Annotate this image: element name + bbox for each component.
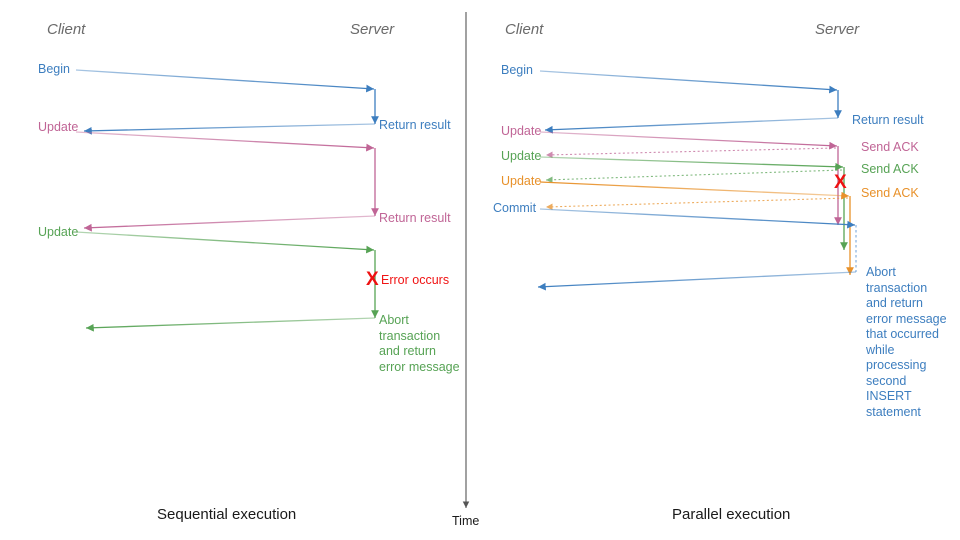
left-msg-error-occurs: Error occurs bbox=[381, 273, 450, 287]
arrow-return-result-1 bbox=[83, 123, 376, 135]
right-abort-note: Abort transaction and return error messa… bbox=[866, 265, 948, 420]
left-panel-caption: Sequential execution bbox=[157, 506, 297, 523]
right-msg-update-1: Update bbox=[501, 124, 542, 138]
arrow-update-3-r bbox=[539, 181, 850, 200]
arrow-update-2 bbox=[75, 231, 375, 254]
right-error-x-icon: X bbox=[834, 172, 847, 193]
right-panel-caption: Parallel execution bbox=[672, 506, 791, 523]
right-msg-update-3: Update bbox=[501, 174, 542, 188]
left-abort-note-line: transaction bbox=[379, 328, 441, 343]
right-msg-send-ack-3: Send ACK bbox=[861, 186, 919, 200]
left-msg-update-2: Update bbox=[38, 225, 79, 239]
right-abort-note-line: Abort bbox=[866, 265, 896, 279]
arrow-begin bbox=[75, 69, 375, 93]
right-abort-note-line: error message bbox=[866, 311, 947, 326]
arrow-update-1-r bbox=[539, 131, 838, 150]
left-msg-update-1: Update bbox=[38, 120, 79, 134]
arrow-abort-return bbox=[85, 317, 376, 332]
right-msg-return-result: Return result bbox=[852, 113, 924, 127]
left-msg-return-result-2: Return result bbox=[379, 211, 451, 225]
left-actor-server: Server bbox=[350, 21, 395, 38]
right-msg-send-ack-1: Send ACK bbox=[861, 140, 919, 154]
right-msg-commit: Commit bbox=[493, 201, 537, 215]
arrow-update-1 bbox=[75, 131, 375, 152]
left-abort-note-line: error message bbox=[379, 359, 460, 374]
arrow-commit-r bbox=[539, 208, 856, 229]
right-abort-note-line: statement bbox=[866, 404, 921, 419]
right-abort-note-line: and return bbox=[866, 296, 923, 310]
right-abort-note-line: that occurred bbox=[866, 327, 939, 341]
right-abort-note-line: while bbox=[866, 342, 895, 357]
arrow-ack-1-r bbox=[545, 147, 837, 159]
left-panel-lifelines bbox=[75, 69, 379, 332]
right-panel-lifelines bbox=[537, 70, 857, 291]
left-abort-note-line: Abort bbox=[379, 313, 409, 327]
left-error-x-icon: X bbox=[366, 269, 379, 290]
right-abort-note-line: processing bbox=[866, 358, 927, 372]
right-actor-client: Client bbox=[505, 21, 544, 38]
left-msg-return-result-1: Return result bbox=[379, 118, 451, 132]
right-msg-send-ack-2: Send ACK bbox=[861, 162, 919, 176]
arrow-ack-2-r bbox=[545, 169, 843, 184]
arrow-return-result-r bbox=[544, 117, 839, 134]
left-msg-begin: Begin bbox=[38, 62, 70, 76]
arrow-ack-3-r bbox=[545, 197, 849, 211]
left-actor-client: Client bbox=[47, 21, 86, 38]
right-actor-server: Server bbox=[815, 21, 860, 38]
arrow-begin-r bbox=[539, 70, 838, 94]
left-abort-note-line: and return bbox=[379, 344, 436, 358]
right-abort-note-line: second bbox=[866, 373, 907, 388]
arrow-abort-return-r bbox=[537, 271, 857, 291]
left-abort-note: Abort transaction and return error messa… bbox=[379, 313, 471, 375]
arrow-return-result-2 bbox=[83, 215, 376, 232]
right-abort-note-line: transaction bbox=[866, 280, 928, 295]
arrow-update-2-r bbox=[539, 156, 844, 171]
right-abort-note-line: INSERT bbox=[866, 389, 912, 403]
time-axis-label: Time bbox=[452, 514, 480, 528]
right-msg-begin: Begin bbox=[501, 63, 533, 77]
right-msg-update-2: Update bbox=[501, 149, 542, 163]
